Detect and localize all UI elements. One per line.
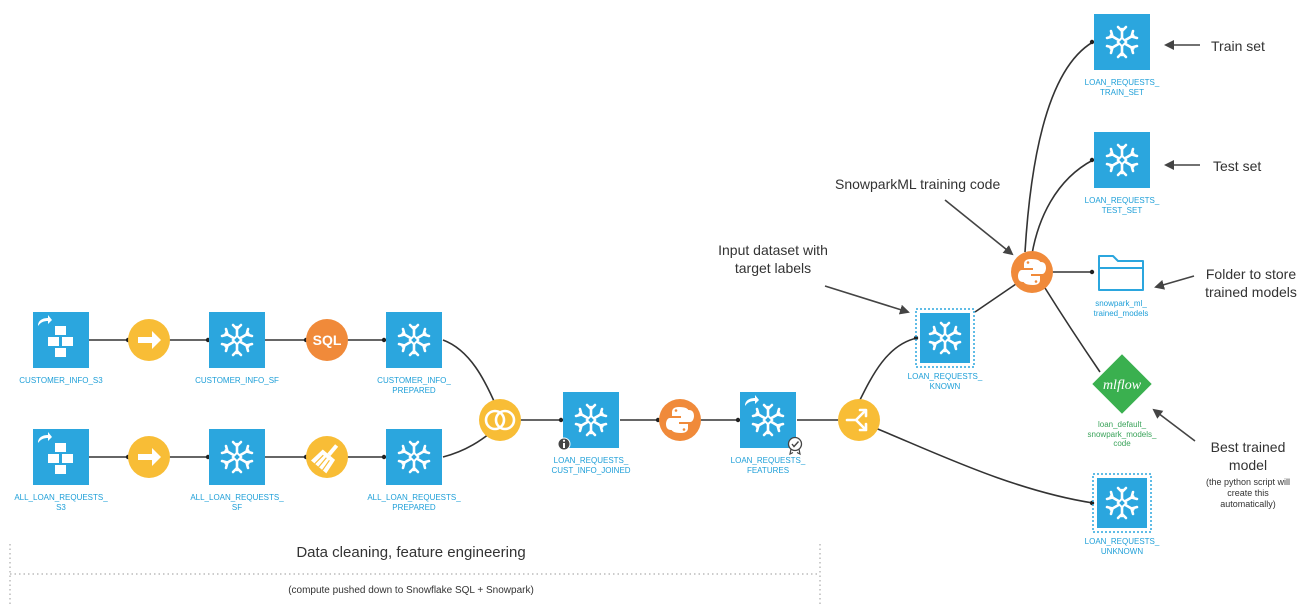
join-recipe[interactable] xyxy=(479,399,521,441)
annotation-best-model: Best trained model xyxy=(1210,439,1286,473)
share-arrow-icon xyxy=(38,432,52,443)
annotation-test-set: Test set xyxy=(1213,158,1262,174)
node-label-loan-default-snowpark-models-code: loan_default_ snowpark_models_ code xyxy=(1087,420,1157,448)
node-label-loan-requests-features: LOAN_REQUESTS_ FEATURES xyxy=(730,456,806,475)
sql-recipe[interactable]: SQL xyxy=(306,319,348,361)
snowpark-ml-trained-models-folder[interactable] xyxy=(1098,255,1144,291)
snowflake-icon xyxy=(1105,143,1139,177)
python-icon xyxy=(1018,259,1046,285)
loan-requests-known-dataset[interactable] xyxy=(915,308,975,368)
snowflake-icon xyxy=(1105,486,1139,520)
node-label-loan-requests-cust-info-joined: LOAN_REQUESTS_ CUST_INFO_JOINED xyxy=(551,456,631,475)
edge xyxy=(1024,41,1094,253)
mlflow-logo-text: mlflow xyxy=(1103,378,1142,393)
edge-dot xyxy=(1089,269,1095,275)
snowflake-icon xyxy=(751,403,785,437)
node-label-snowpark-ml-trained-models: snowpark_ml_ trained_models xyxy=(1093,299,1149,318)
snowflake-icon xyxy=(397,323,431,357)
node-label-customer-info-sf: CUSTOMER_INFO_SF xyxy=(195,376,279,385)
node-label-customer-info-prepared: CUSTOMER_INFO_ PREPARED xyxy=(377,376,451,395)
region-title: Data cleaning, feature engineering xyxy=(296,544,526,561)
customer-info-sf-dataset[interactable] xyxy=(209,312,265,368)
node-label-loan-requests-test-set: LOAN_REQUESTS_ TEST_SET xyxy=(1084,196,1160,215)
snowflake-icon xyxy=(397,440,431,474)
badge-icon xyxy=(787,436,803,456)
region-border xyxy=(9,544,821,605)
loan-requests-train-set-dataset[interactable] xyxy=(1094,14,1150,70)
broom-icon xyxy=(310,444,339,474)
python-icon xyxy=(666,407,694,433)
all-loan-requests-s3-dataset[interactable] xyxy=(33,429,89,485)
node-label-loan-requests-train-set: LOAN_REQUESTS_ TRAIN_SET xyxy=(1084,78,1160,97)
node-label-loan-requests-known: LOAN_REQUESTS_ KNOWN xyxy=(907,372,983,391)
node-label-customer-info-s3: CUSTOMER_INFO_S3 xyxy=(19,376,103,385)
annotation-arrow xyxy=(1152,408,1196,442)
snowflake-icon xyxy=(574,403,608,437)
snowflake-icon xyxy=(220,323,254,357)
all-loan-requests-prepared-dataset[interactable] xyxy=(386,429,442,485)
python-recipe-2[interactable] xyxy=(1011,251,1053,293)
info-icon xyxy=(557,437,571,451)
annotation-training-code: SnowparkML training code xyxy=(835,176,1001,192)
annotation-best-model-note: (the python script will create this auto… xyxy=(1205,477,1291,509)
edge xyxy=(1044,287,1101,373)
node-label-loan-requests-unknown: LOAN_REQUESTS_ UNKNOWN xyxy=(1084,537,1160,556)
mlflow-saved-model[interactable]: mlflow xyxy=(1092,354,1152,414)
annotation-arrow xyxy=(824,285,910,315)
sync-recipe-1[interactable] xyxy=(128,319,170,361)
node-label-all-loan-requests-s3: ALL_LOAN_REQUESTS_ S3 xyxy=(14,493,108,512)
python-recipe-1[interactable] xyxy=(659,399,701,441)
split-recipe[interactable] xyxy=(838,399,880,441)
loan-requests-features-dataset[interactable] xyxy=(740,392,803,456)
snowflake-icon xyxy=(220,440,254,474)
annotation-input-dataset: Input dataset with target labels xyxy=(718,242,828,276)
sync-recipe-2[interactable] xyxy=(128,436,170,478)
edge-dot xyxy=(735,417,741,423)
edge xyxy=(1031,159,1094,255)
edge xyxy=(442,339,498,409)
annotation-train-set: Train set xyxy=(1211,38,1265,54)
annotation-arrow xyxy=(1154,275,1195,290)
snowflake-icon xyxy=(928,321,962,355)
arrow-right-icon xyxy=(138,331,161,349)
loan-requests-unknown-dataset[interactable] xyxy=(1092,473,1152,533)
edge xyxy=(974,283,1017,313)
arrow-right-icon xyxy=(138,448,161,466)
edge-dot xyxy=(558,417,564,423)
split-icon xyxy=(845,408,868,432)
node-label-all-loan-requests-sf: ALL_LOAN_REQUESTS_ SF xyxy=(190,493,284,512)
share-arrow-icon xyxy=(745,395,759,406)
snowflake-icon xyxy=(1105,25,1139,59)
node-label-all-loan-requests-prepared: ALL_LOAN_REQUESTS_ PREPARED xyxy=(367,493,461,512)
cubes-icon xyxy=(48,443,73,474)
region-subtitle: (compute pushed down to Snowflake SQL + … xyxy=(288,585,534,596)
folder-icon xyxy=(1098,255,1144,291)
customer-info-s3-dataset[interactable] xyxy=(33,312,89,368)
loan-requests-cust-info-joined-dataset[interactable] xyxy=(557,392,619,451)
annotation-folder: Folder to store trained models xyxy=(1205,266,1297,300)
edge-dot xyxy=(913,335,919,341)
edge-dot xyxy=(1089,39,1095,45)
annotation-arrow xyxy=(944,199,1014,256)
join-icon xyxy=(484,409,516,431)
prepare-recipe[interactable] xyxy=(306,436,348,478)
sql-recipe-text: SQL xyxy=(313,332,342,348)
customer-info-prepared-dataset[interactable] xyxy=(386,312,442,368)
edge-dot xyxy=(381,337,387,343)
cubes-icon xyxy=(48,326,73,357)
edge xyxy=(867,424,1094,504)
all-loan-requests-sf-dataset[interactable] xyxy=(209,429,265,485)
edge-dot xyxy=(1089,157,1095,163)
edge-dot xyxy=(381,454,387,460)
share-arrow-icon xyxy=(38,315,52,326)
loan-requests-test-set-dataset[interactable] xyxy=(1094,132,1150,188)
